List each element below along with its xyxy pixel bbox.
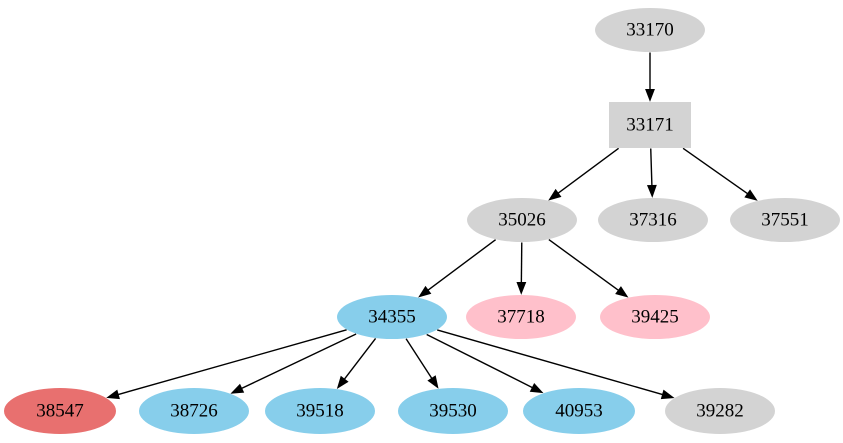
graph-node-40953[interactable]: 40953 (523, 388, 635, 434)
node-ellipse-shape[interactable] (139, 388, 249, 434)
edge-line (436, 329, 663, 396)
node-ellipse-shape[interactable] (598, 198, 708, 242)
arrowhead-icon (660, 389, 675, 400)
graph-node-37316[interactable]: 37316 (598, 198, 708, 242)
edge-34355-to-38726 (230, 333, 357, 394)
node-ellipse-shape[interactable] (398, 388, 508, 434)
node-label: 33171 (626, 114, 674, 135)
graph-node-39518[interactable]: 39518 (265, 388, 375, 434)
edge-line (650, 148, 653, 186)
node-label: 37551 (761, 209, 809, 230)
arrowhead-icon (548, 188, 562, 201)
graph-node-39282[interactable]: 39282 (665, 388, 775, 434)
node-ellipse-shape[interactable] (337, 295, 447, 339)
arrowhead-icon (615, 286, 629, 298)
edge-line (117, 329, 347, 396)
node-ellipse-shape[interactable] (265, 388, 375, 434)
graph-node-35026[interactable]: 35026 (467, 198, 577, 242)
edge-33170-to-33171 (645, 52, 655, 102)
node-ellipse-shape[interactable] (467, 198, 577, 242)
edges-layer (106, 52, 758, 400)
edge-33171-to-37316 (646, 148, 657, 198)
edge-line (426, 333, 533, 389)
edge-35026-to-39425 (548, 239, 629, 298)
node-label: 39518 (296, 400, 344, 421)
arrowhead-icon (516, 281, 527, 295)
graph-node-38726[interactable]: 38726 (139, 388, 249, 434)
edge-33171-to-37551 (682, 147, 758, 201)
node-ellipse-shape[interactable] (4, 388, 116, 434)
edge-line (427, 239, 497, 291)
arrowhead-icon (336, 375, 349, 390)
graph-node-39425[interactable]: 39425 (600, 295, 710, 339)
edge-line (557, 147, 620, 194)
node-label: 39282 (696, 400, 744, 421)
edge-line (682, 147, 749, 195)
edge-35026-to-34355 (418, 239, 497, 298)
edge-34355-to-39518 (336, 338, 377, 390)
edge-35026-to-37718 (516, 242, 527, 295)
arrowhead-icon (427, 375, 439, 389)
node-label: 38547 (36, 400, 84, 421)
edge-34355-to-40953 (426, 333, 544, 394)
graph-node-39530[interactable]: 39530 (398, 388, 508, 434)
edge-line (241, 333, 357, 390)
node-label: 33170 (626, 19, 674, 40)
arrowhead-icon (230, 383, 245, 394)
node-label: 39530 (429, 400, 477, 421)
graph-node-34355[interactable]: 34355 (337, 295, 447, 339)
node-ellipse-shape[interactable] (523, 388, 635, 434)
arrowhead-icon (418, 285, 432, 298)
nodes-layer: 33170 33171 35026 37316 37551 34355 37718 39425… (4, 8, 840, 434)
arrowhead-icon (744, 189, 758, 201)
graph-node-33171[interactable]: 33171 (609, 102, 691, 148)
graph-node-37551[interactable]: 37551 (730, 198, 840, 242)
node-ellipse-shape[interactable] (665, 388, 775, 434)
node-box-shape[interactable] (609, 102, 691, 148)
node-label: 39425 (631, 306, 679, 327)
graph-node-33170[interactable]: 33170 (595, 8, 705, 52)
arrowhead-icon (106, 389, 120, 400)
node-ellipse-shape[interactable] (595, 8, 705, 52)
edge-line (405, 338, 433, 379)
arrowhead-icon (529, 382, 544, 394)
node-label: 34355 (368, 306, 416, 327)
edge-34355-to-39282 (436, 329, 675, 400)
node-label: 35026 (498, 209, 546, 230)
graph-node-38547[interactable]: 38547 (4, 388, 116, 434)
edge-34355-to-39530 (405, 338, 439, 389)
edge-33171-to-35026 (548, 147, 620, 201)
edge-line (548, 239, 619, 291)
node-ellipse-shape[interactable] (730, 198, 840, 242)
node-label: 40953 (555, 400, 603, 421)
arrowhead-icon (645, 89, 655, 102)
edge-line (343, 338, 377, 380)
node-ellipse-shape[interactable] (600, 295, 710, 339)
node-label: 38726 (170, 400, 218, 421)
node-ellipse-shape[interactable] (466, 295, 576, 339)
graph-node-37718[interactable]: 37718 (466, 295, 576, 339)
arrowhead-icon (646, 184, 657, 198)
node-label: 37718 (497, 306, 545, 327)
edge-34355-to-38547 (106, 329, 347, 400)
node-label: 37316 (629, 209, 677, 230)
